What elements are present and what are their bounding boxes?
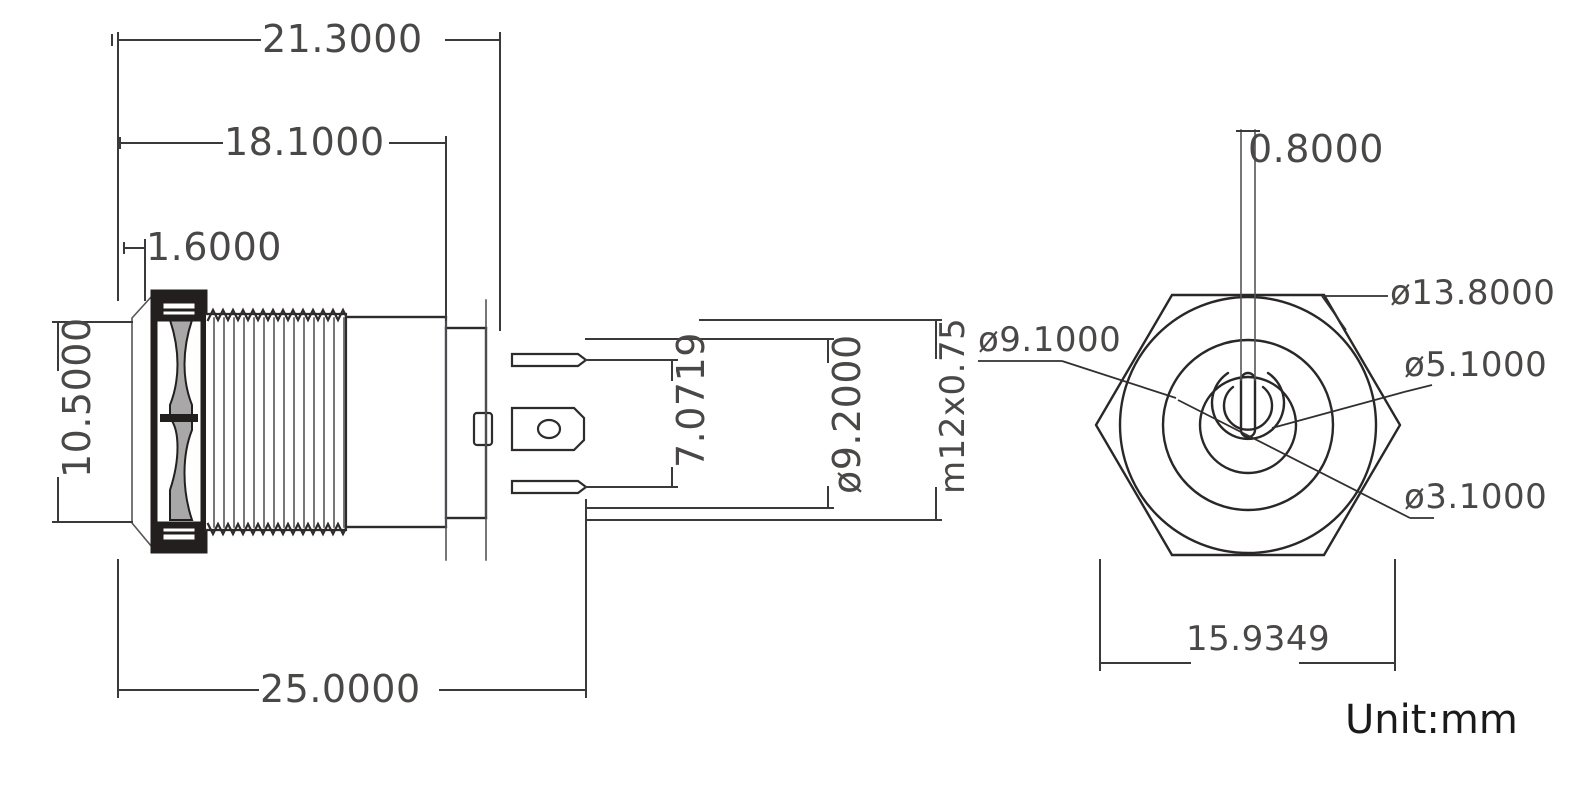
side-view-geometry xyxy=(131,289,588,561)
power-symbol-bar xyxy=(1239,371,1257,439)
unit-label: Unit:mm xyxy=(1345,697,1518,743)
bezel-chamfer-outline xyxy=(131,294,154,549)
power-symbol-arc-outer xyxy=(1210,371,1286,441)
side-view-dimensions xyxy=(52,32,942,698)
dim-label-15-9349: 15.9349 xyxy=(1186,619,1331,659)
front-view-geometry xyxy=(1094,129,1402,557)
leader-3-1-line xyxy=(1177,399,1411,519)
inner-circle-5-1 xyxy=(1198,375,1298,475)
leader-5-1-line xyxy=(1271,391,1405,429)
thread-crest-bottom xyxy=(206,521,350,537)
bezel-frame xyxy=(150,289,208,554)
terminal-top-blade xyxy=(510,352,588,368)
dim-label-5-1: ø5.1000 xyxy=(1404,345,1548,385)
thread-barrel-fill xyxy=(206,314,346,530)
body-section xyxy=(344,315,448,529)
front-view-leaders xyxy=(978,295,1434,671)
hex-nut-outline xyxy=(1094,293,1402,557)
dim-label-m12x075: m12x0.75 xyxy=(933,317,973,494)
power-symbol-arc-inner xyxy=(1222,385,1274,431)
thread-hatch xyxy=(213,317,345,528)
dim-label-13-8: ø13.8000 xyxy=(1390,273,1556,313)
dim-label-21-3: 21.3000 xyxy=(262,17,423,61)
dim-label-18-1: 18.1000 xyxy=(224,120,385,164)
middle-circle-9-1 xyxy=(1161,338,1335,512)
leader-13-8-line xyxy=(1321,295,1347,331)
rear-housing xyxy=(444,326,488,520)
terminal-bottom-blade xyxy=(510,479,588,495)
dim-label-9-2: ø9.2000 xyxy=(825,334,869,494)
dim-label-3-1: ø3.1000 xyxy=(1404,477,1548,517)
dim-label-25-0: 25.0000 xyxy=(260,667,421,711)
terminal-middle-blade xyxy=(510,406,586,452)
leader-5-1-shelf xyxy=(1403,384,1433,393)
dim-label-7-0719: 7.0719 xyxy=(669,332,713,468)
terminal-hole xyxy=(536,418,562,440)
thread-crest-top xyxy=(206,307,350,323)
dim-label-9-1: ø9.1000 xyxy=(978,320,1122,360)
dim-label-1-6: 1.6000 xyxy=(146,225,282,269)
dim-label-0-8: 0.8000 xyxy=(1248,127,1384,171)
leader-9-1-line xyxy=(1061,360,1177,399)
outer-circle-13-8 xyxy=(1118,295,1378,555)
keyway-notch xyxy=(472,411,494,447)
dim-label-10-5: 10.5000 xyxy=(55,317,99,478)
